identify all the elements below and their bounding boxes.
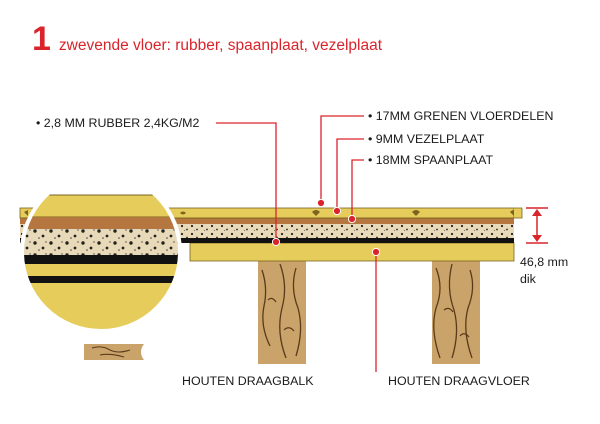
label-draagbalk: HOUTEN DRAAGBALK: [182, 374, 314, 388]
label-rubber: • 2,8 MM RUBBER 2,4KG/M2: [36, 116, 200, 130]
diagram-title: 1 zwevende vloer: rubber, spaanplaat, ve…: [32, 22, 382, 62]
thickness-dimension: [526, 207, 548, 244]
joist-right: [432, 260, 480, 364]
leader-dots: [271, 198, 381, 257]
leader-lines: [216, 115, 377, 372]
label-thickness-value: 46,8 mm: [520, 255, 569, 269]
title-text: zwevende vloer: rubber, spaanplaat, veze…: [58, 37, 383, 54]
label-vezelplaat: • 9MM VEZELPLAAT: [368, 132, 485, 146]
label-draagvloer: HOUTEN DRAAGVLOER: [388, 374, 530, 388]
label-grenen-vloerdelen: • 17MM GRENEN VLOERDELEN: [368, 109, 554, 123]
label-spaanplaat: • 18MM SPAANPLAAT: [368, 153, 494, 167]
magnifier-detail: [20, 171, 182, 333]
label-thickness-unit: dik: [520, 272, 536, 286]
title-number: 1: [32, 20, 51, 58]
joist-left: [258, 260, 306, 364]
wood-fragment: [84, 344, 144, 360]
